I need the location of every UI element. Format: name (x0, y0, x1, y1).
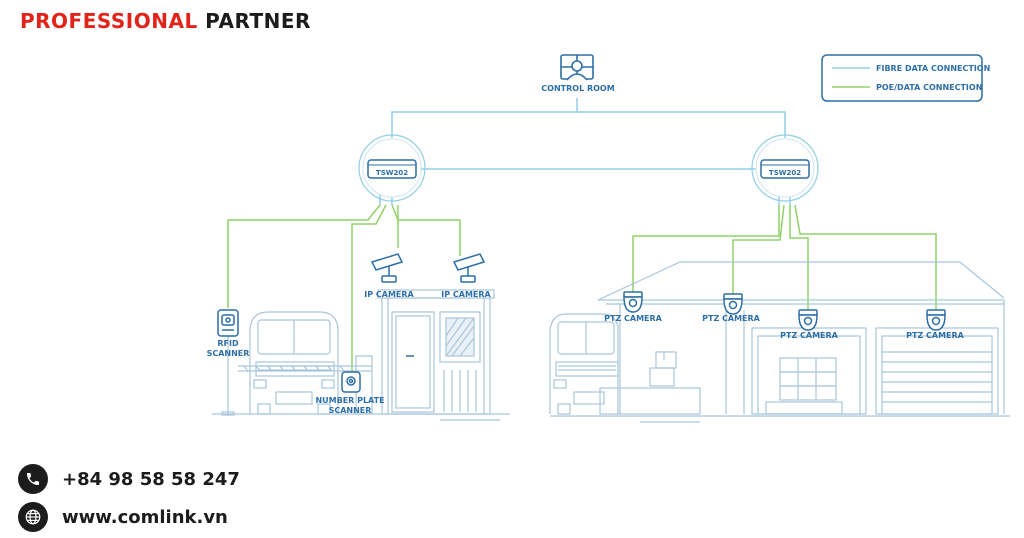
ptz-camera-3-icon (798, 309, 818, 331)
web-contact[interactable]: www.comlink.vn (18, 502, 228, 532)
control-room-icon (560, 54, 594, 81)
rfid-scanner-icon (217, 309, 239, 337)
brand-title: PROFESSIONAL PARTNER (20, 9, 311, 33)
ip-camera-2-label: IP CAMERA (441, 290, 491, 299)
phone-icon (18, 464, 48, 494)
website-link[interactable]: www.comlink.vn (62, 506, 228, 528)
switch-right-label: TSW202 (769, 169, 801, 177)
rfid-label-line2: SCANNER (207, 349, 250, 358)
ip-camera-1-icon (370, 253, 404, 283)
legend: FIBRE DATA CONNECTION POE/DATA CONNECTIO… (821, 54, 990, 102)
poe-connections (227, 204, 937, 372)
right-scene-line-art (549, 261, 1010, 423)
ptz-camera-4-icon (926, 309, 946, 331)
switch-right: TSW202 (751, 134, 819, 202)
left-scene-line-art (212, 289, 510, 421)
control-room-label: CONTROL ROOM (541, 84, 614, 93)
fibre-connections (379, 98, 791, 205)
number-plate-scanner-icon (341, 371, 361, 393)
phone-contact[interactable]: +84 98 58 58 247 (18, 464, 240, 494)
brand-title-part2: PARTNER (205, 9, 311, 33)
ptz-camera-2-icon (723, 293, 743, 315)
npr-label-line1: NUMBER PLATE (315, 396, 384, 405)
npr-label-line2: SCANNER (329, 406, 372, 415)
switch-left: TSW202 (358, 134, 426, 202)
brand-title-part1: PROFESSIONAL (20, 9, 198, 33)
switch-left-label: TSW202 (376, 169, 408, 177)
rfid-label-line1: RFID (217, 339, 239, 348)
ip-camera-2-icon (452, 253, 486, 283)
legend-fibre-label: FIBRE DATA CONNECTION (876, 64, 990, 73)
ptz-camera-1-icon (623, 291, 643, 313)
ip-camera-1-label: IP CAMERA (364, 290, 414, 299)
ptz-camera-2-label: PTZ CAMERA (702, 314, 761, 323)
globe-icon (18, 502, 48, 532)
phone-number[interactable]: +84 98 58 58 247 (62, 468, 240, 490)
ptz-camera-3-label: PTZ CAMERA (780, 331, 839, 340)
ptz-camera-4-label: PTZ CAMERA (906, 331, 965, 340)
ptz-camera-1-label: PTZ CAMERA (604, 314, 663, 323)
legend-poe-label: POE/DATA CONNECTION (876, 83, 982, 92)
